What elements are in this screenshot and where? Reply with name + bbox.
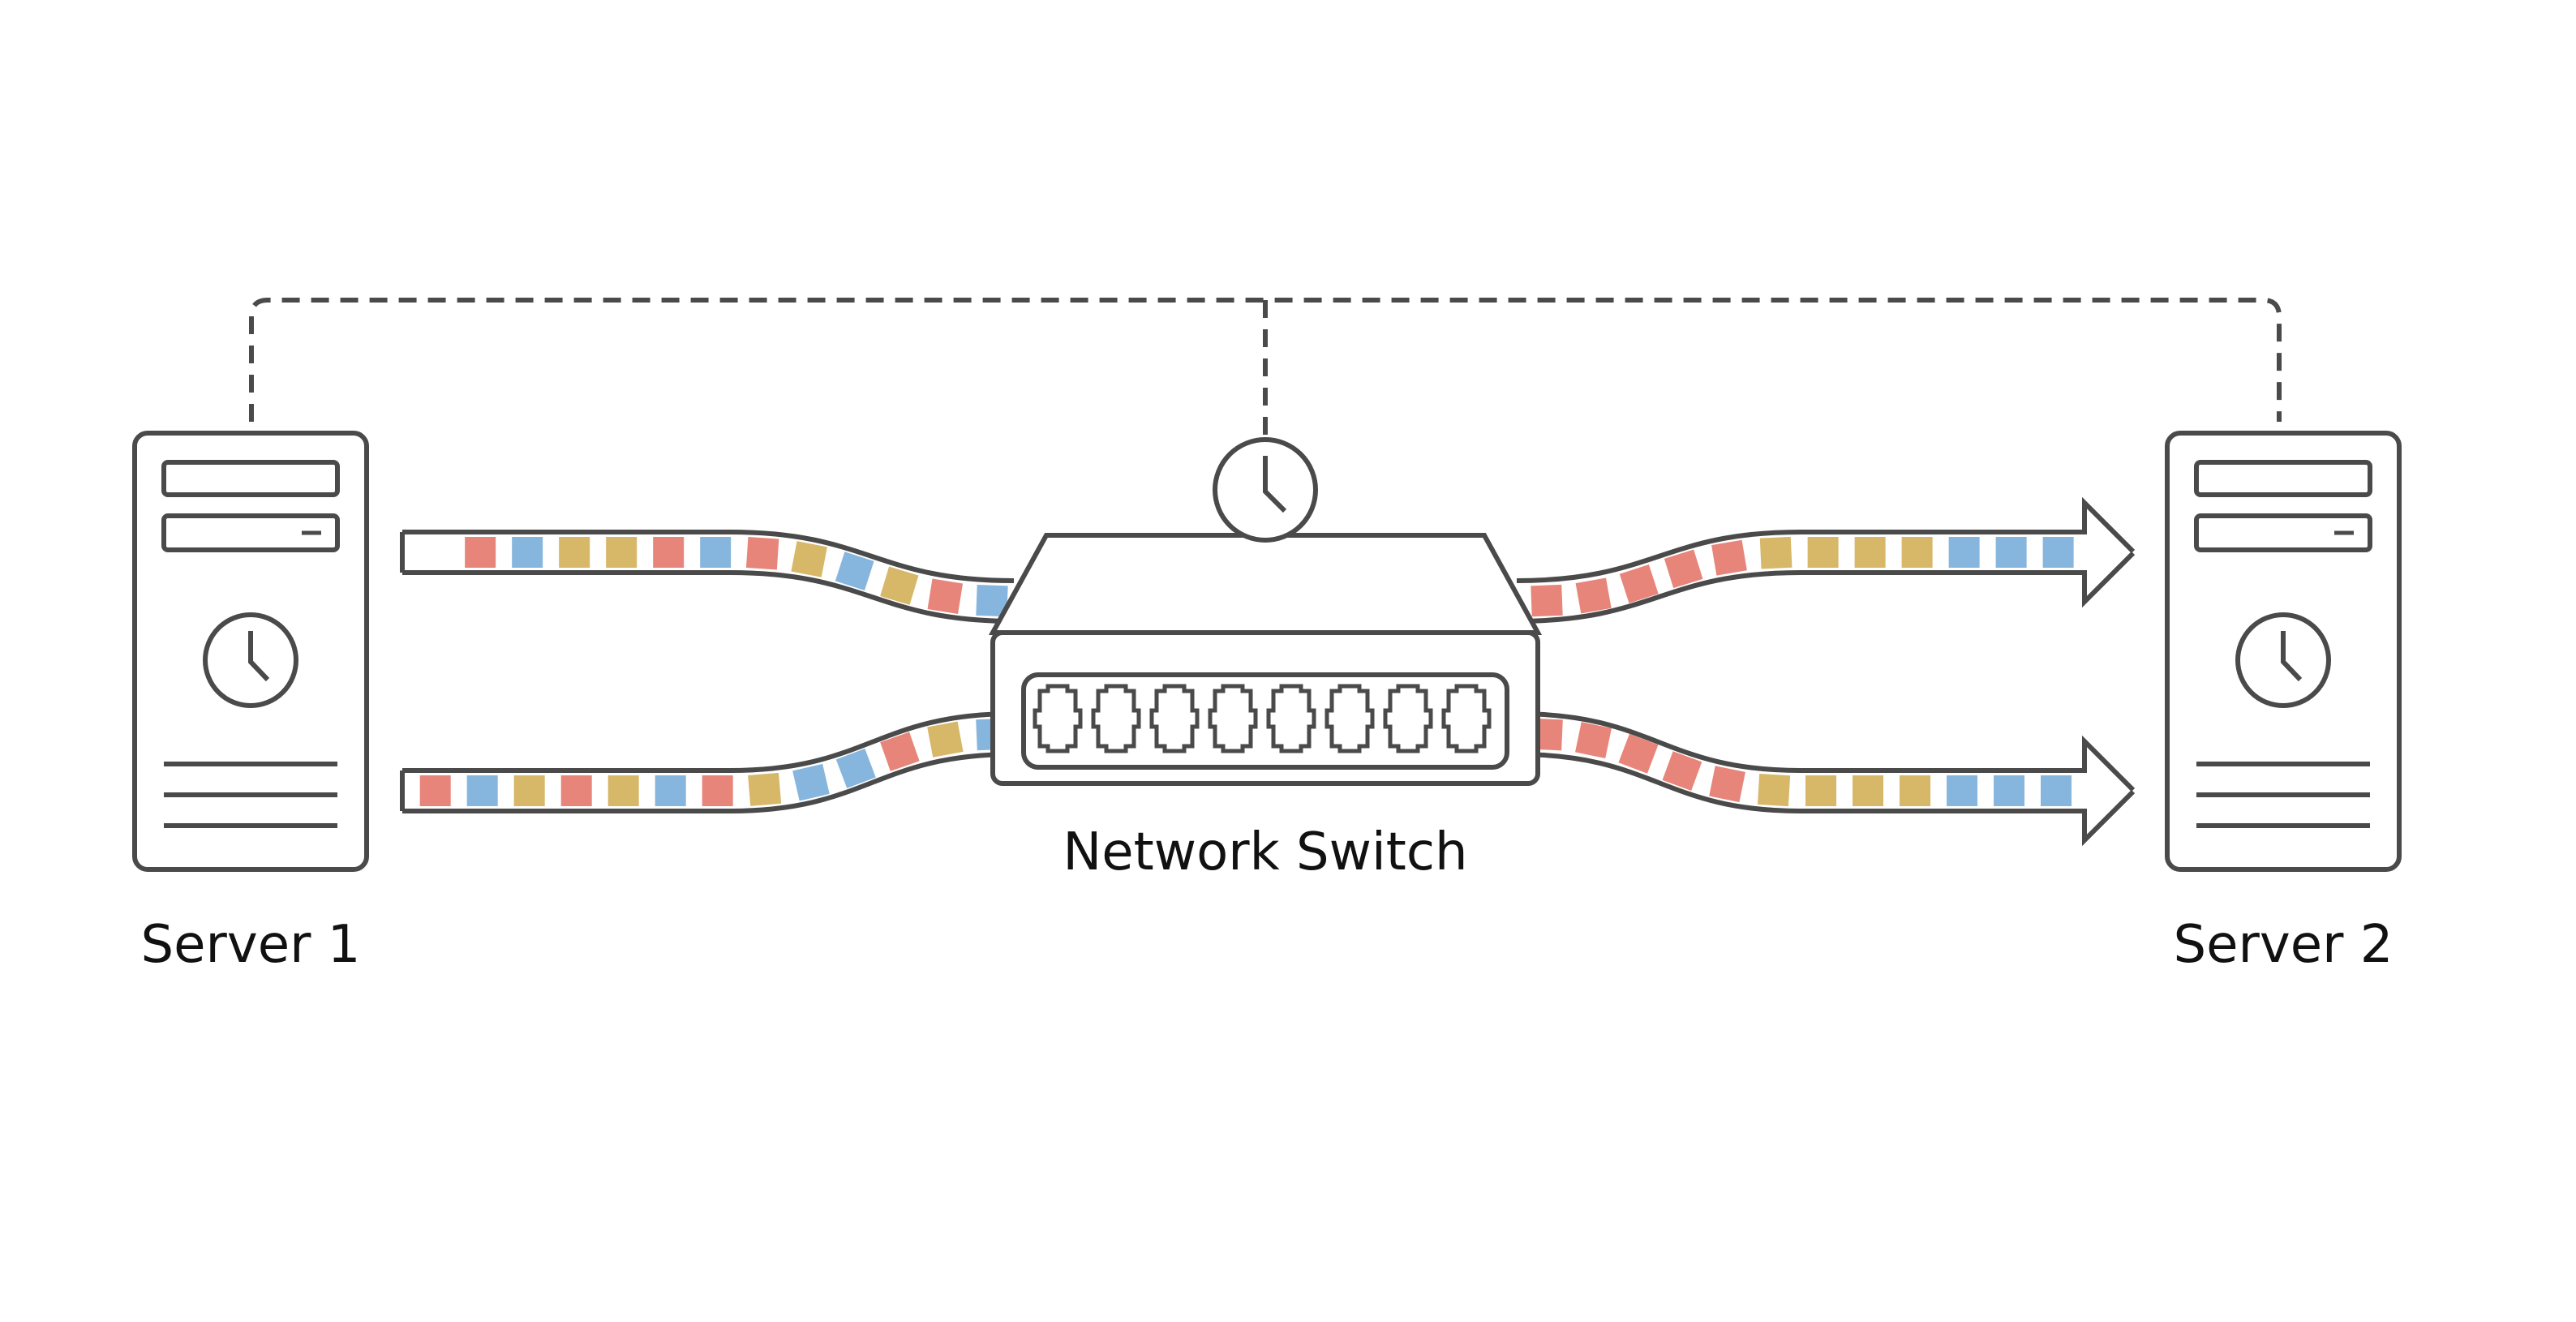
packet bbox=[1662, 751, 1702, 791]
network-switch-icon bbox=[988, 533, 1543, 786]
packet bbox=[1900, 775, 1931, 806]
packet bbox=[1807, 537, 1839, 568]
packet bbox=[1618, 733, 1659, 774]
clock-sync-line bbox=[249, 298, 2282, 454]
switch-clock-icon bbox=[1213, 437, 1318, 543]
packet bbox=[1805, 775, 1837, 806]
switch-port bbox=[1149, 684, 1200, 753]
server-2-clock-icon bbox=[2235, 612, 2331, 708]
server-2-label: Server 2 bbox=[2174, 915, 2394, 975]
packet bbox=[835, 552, 874, 591]
switch-port bbox=[1091, 684, 1141, 753]
packet bbox=[1994, 775, 2025, 806]
packet bbox=[512, 537, 543, 568]
packet bbox=[606, 537, 638, 568]
packet bbox=[1995, 537, 2027, 568]
packet bbox=[653, 537, 685, 568]
flow-right-bottom bbox=[1516, 711, 2136, 792]
flow-left-top bbox=[402, 530, 1015, 583]
packet bbox=[792, 763, 830, 801]
packet bbox=[748, 772, 782, 806]
flow-pipes bbox=[400, 496, 2136, 847]
packet bbox=[702, 775, 733, 806]
packet bbox=[1575, 577, 1612, 614]
packet bbox=[465, 537, 496, 568]
packet bbox=[513, 775, 545, 806]
switch-port bbox=[1383, 684, 1433, 753]
packet bbox=[419, 775, 451, 806]
flow-right-top bbox=[1516, 496, 2136, 583]
switch-port bbox=[1208, 684, 1258, 753]
switch-port bbox=[1033, 684, 1083, 753]
server-1-clock-icon bbox=[203, 612, 298, 708]
packet-layer bbox=[419, 536, 2074, 807]
packet bbox=[1854, 537, 1886, 568]
packet bbox=[1948, 537, 1980, 568]
switch-port bbox=[1324, 684, 1375, 753]
switch-ports bbox=[1033, 684, 1492, 753]
packet bbox=[466, 775, 498, 806]
packet bbox=[655, 775, 686, 806]
packet bbox=[1664, 549, 1703, 589]
switch-port bbox=[1441, 684, 1492, 753]
packet bbox=[560, 775, 592, 806]
packet bbox=[1947, 775, 1978, 806]
packet bbox=[1531, 584, 1563, 617]
packet bbox=[1619, 564, 1659, 603]
packet bbox=[791, 541, 827, 577]
packet bbox=[1901, 537, 1933, 568]
server-1-label: Server 1 bbox=[141, 915, 361, 975]
packet bbox=[700, 537, 732, 568]
packet bbox=[1759, 536, 1792, 569]
packet bbox=[976, 584, 1008, 617]
packet bbox=[2041, 775, 2072, 806]
packet bbox=[1575, 722, 1612, 759]
packet bbox=[745, 537, 779, 570]
network-switch-label: Network Switch bbox=[1063, 822, 1467, 882]
packet bbox=[1709, 766, 1745, 803]
switch-port bbox=[1266, 684, 1316, 753]
packet bbox=[880, 732, 920, 771]
packet bbox=[927, 578, 964, 615]
packet bbox=[835, 748, 876, 788]
packet bbox=[2042, 537, 2074, 568]
packet bbox=[559, 537, 590, 568]
packet bbox=[1853, 775, 1884, 806]
packet bbox=[927, 721, 964, 758]
flow-left-bottom bbox=[402, 711, 1015, 773]
packet bbox=[880, 566, 919, 605]
packet bbox=[1711, 539, 1747, 576]
packet bbox=[1757, 773, 1791, 807]
packet bbox=[608, 775, 639, 806]
